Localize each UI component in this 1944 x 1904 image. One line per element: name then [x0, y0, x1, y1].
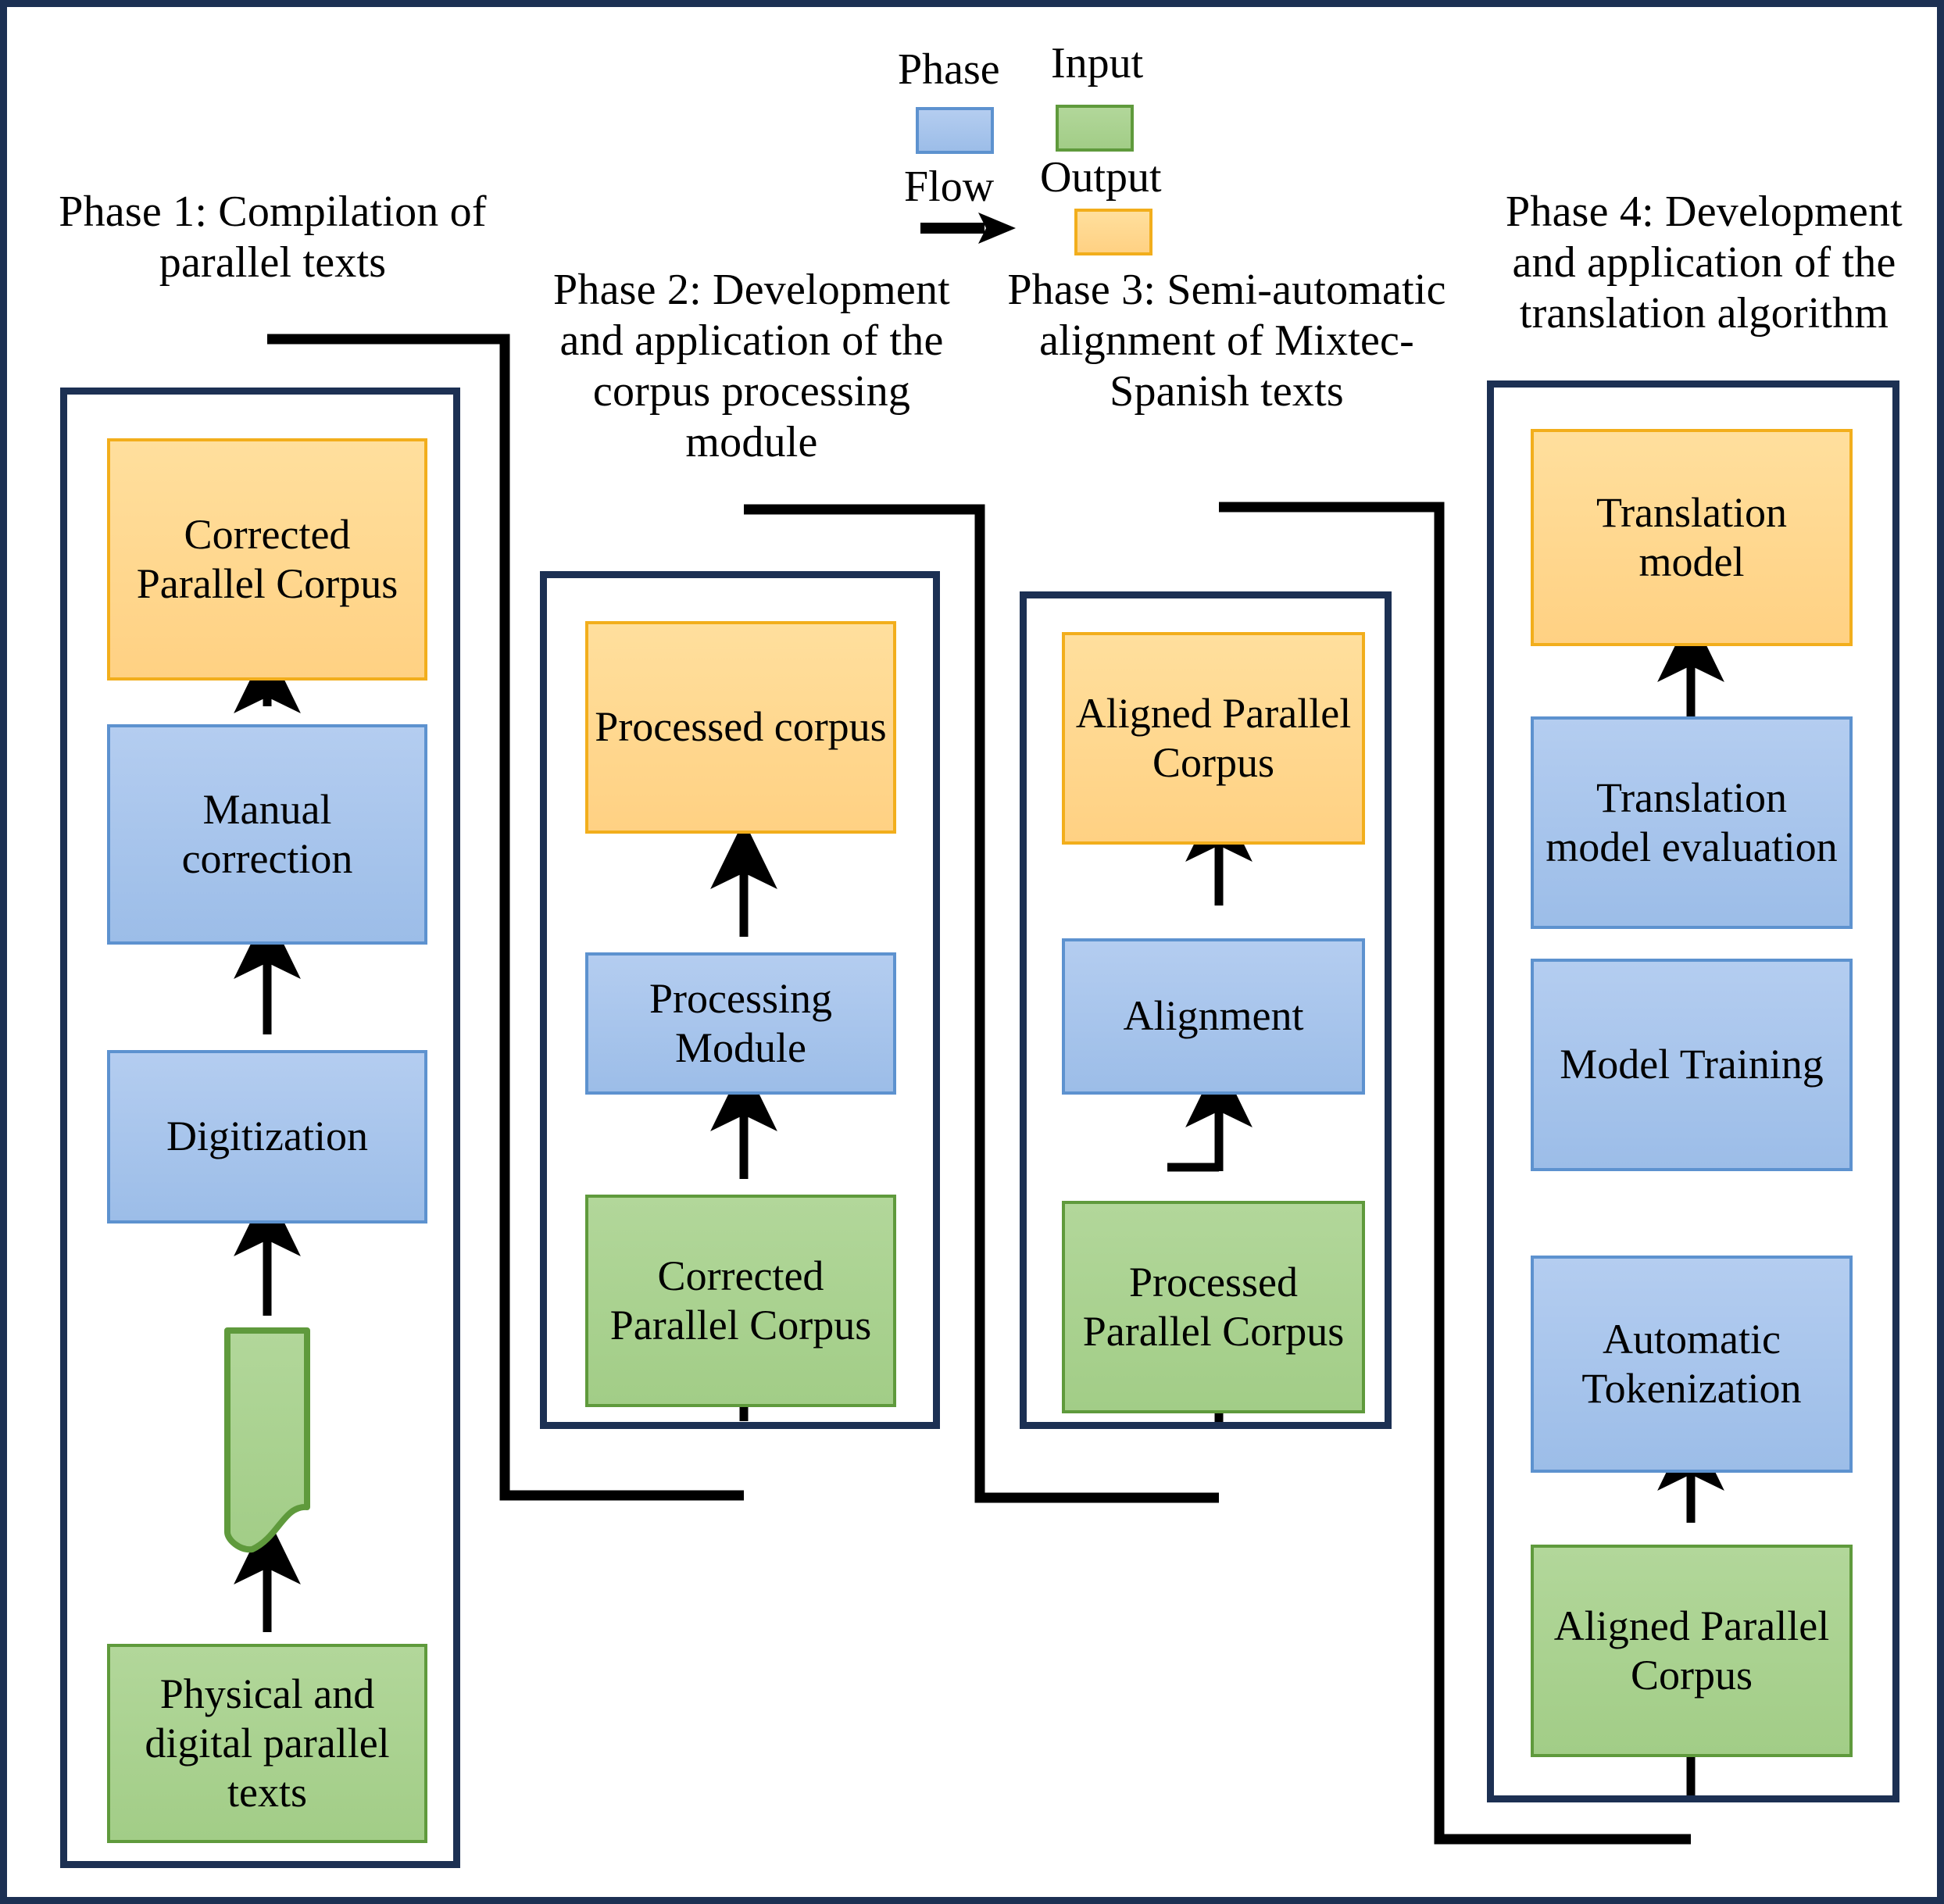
node-label: Aligned Parallel Corpus	[1075, 689, 1352, 786]
node-digitization[interactable]: Digitization	[107, 1050, 427, 1223]
node-label: Processing Module	[649, 974, 832, 1071]
node-label: Translation model	[1596, 488, 1788, 585]
node-processing-module[interactable]: Processing Module	[585, 952, 896, 1095]
node-processed-parallel-corpus[interactable]: Processed Parallel Corpus	[1062, 1201, 1365, 1413]
phase-2-container	[540, 571, 940, 1429]
node-model-training[interactable]: Model Training	[1531, 959, 1853, 1171]
phase-1-container	[60, 388, 460, 1868]
node-label: Aligned Parallel Corpus	[1553, 1602, 1830, 1699]
node-label: Alignment	[1123, 992, 1304, 1040]
phase-4-container	[1487, 380, 1899, 1802]
node-processed-corpus[interactable]: Processed corpus	[585, 621, 896, 834]
node-translation-model-evaluation[interactable]: Translation model evaluation	[1531, 716, 1853, 929]
phase-3-container	[1020, 591, 1392, 1429]
node-alignment[interactable]: Alignment	[1062, 938, 1365, 1095]
node-translation-model[interactable]: Translation model	[1531, 429, 1853, 646]
node-label: Manual correction	[181, 785, 353, 882]
node-label: Digitization	[166, 1113, 368, 1160]
legend-input-swatch	[1056, 105, 1134, 152]
node-label: Processed Parallel Corpus	[1082, 1258, 1345, 1355]
node-automatic-tokenization[interactable]: Automatic Tokenization	[1531, 1256, 1853, 1473]
phase-2-title: Phase 2: Development and application of …	[553, 266, 950, 466]
legend-phase-swatch	[916, 107, 994, 154]
legend-output-swatch	[1074, 209, 1152, 255]
node-aligned-parallel-corpus-p4[interactable]: Aligned Parallel Corpus	[1531, 1545, 1853, 1757]
node-aligned-parallel-corpus-p3[interactable]: Aligned Parallel Corpus	[1062, 632, 1365, 845]
node-label: Processed corpus	[595, 703, 887, 751]
phase-4-title: Phase 4: Development and application of …	[1506, 188, 1903, 338]
phase-1-title: Phase 1: Compilation of parallel texts	[59, 188, 487, 287]
node-label: Model Training	[1560, 1041, 1824, 1088]
legend-output-label: Output	[1040, 153, 1162, 202]
node-label: Automatic Tokenization	[1581, 1315, 1802, 1412]
legend-flow-label: Flow	[904, 163, 995, 211]
node-manual-correction[interactable]: Manual correction	[107, 724, 427, 945]
node-label: Corrected Parallel Corpus	[609, 1252, 872, 1349]
node-physical-and-digital-parallel-texts[interactable]: Physical and digital parallel texts	[107, 1644, 427, 1843]
arrow-right-icon	[920, 213, 1016, 244]
node-corrected-parallel-corpus-p2[interactable]: Corrected Parallel Corpus	[585, 1195, 896, 1407]
phase-3-title: Phase 3: Semi-automatic alignment of Mix…	[1007, 266, 1446, 416]
legend-input-label: Input	[1051, 39, 1144, 88]
node-corrected-parallel-corpus-p1[interactable]: Corrected Parallel Corpus	[107, 438, 427, 681]
node-document-shape[interactable]	[224, 1327, 310, 1554]
legend-phase-label: Phase	[898, 45, 1000, 94]
node-label: Translation model evaluation	[1546, 773, 1838, 870]
node-label: Corrected Parallel Corpus	[136, 510, 398, 607]
node-label: Physical and digital parallel texts	[145, 1670, 390, 1816]
